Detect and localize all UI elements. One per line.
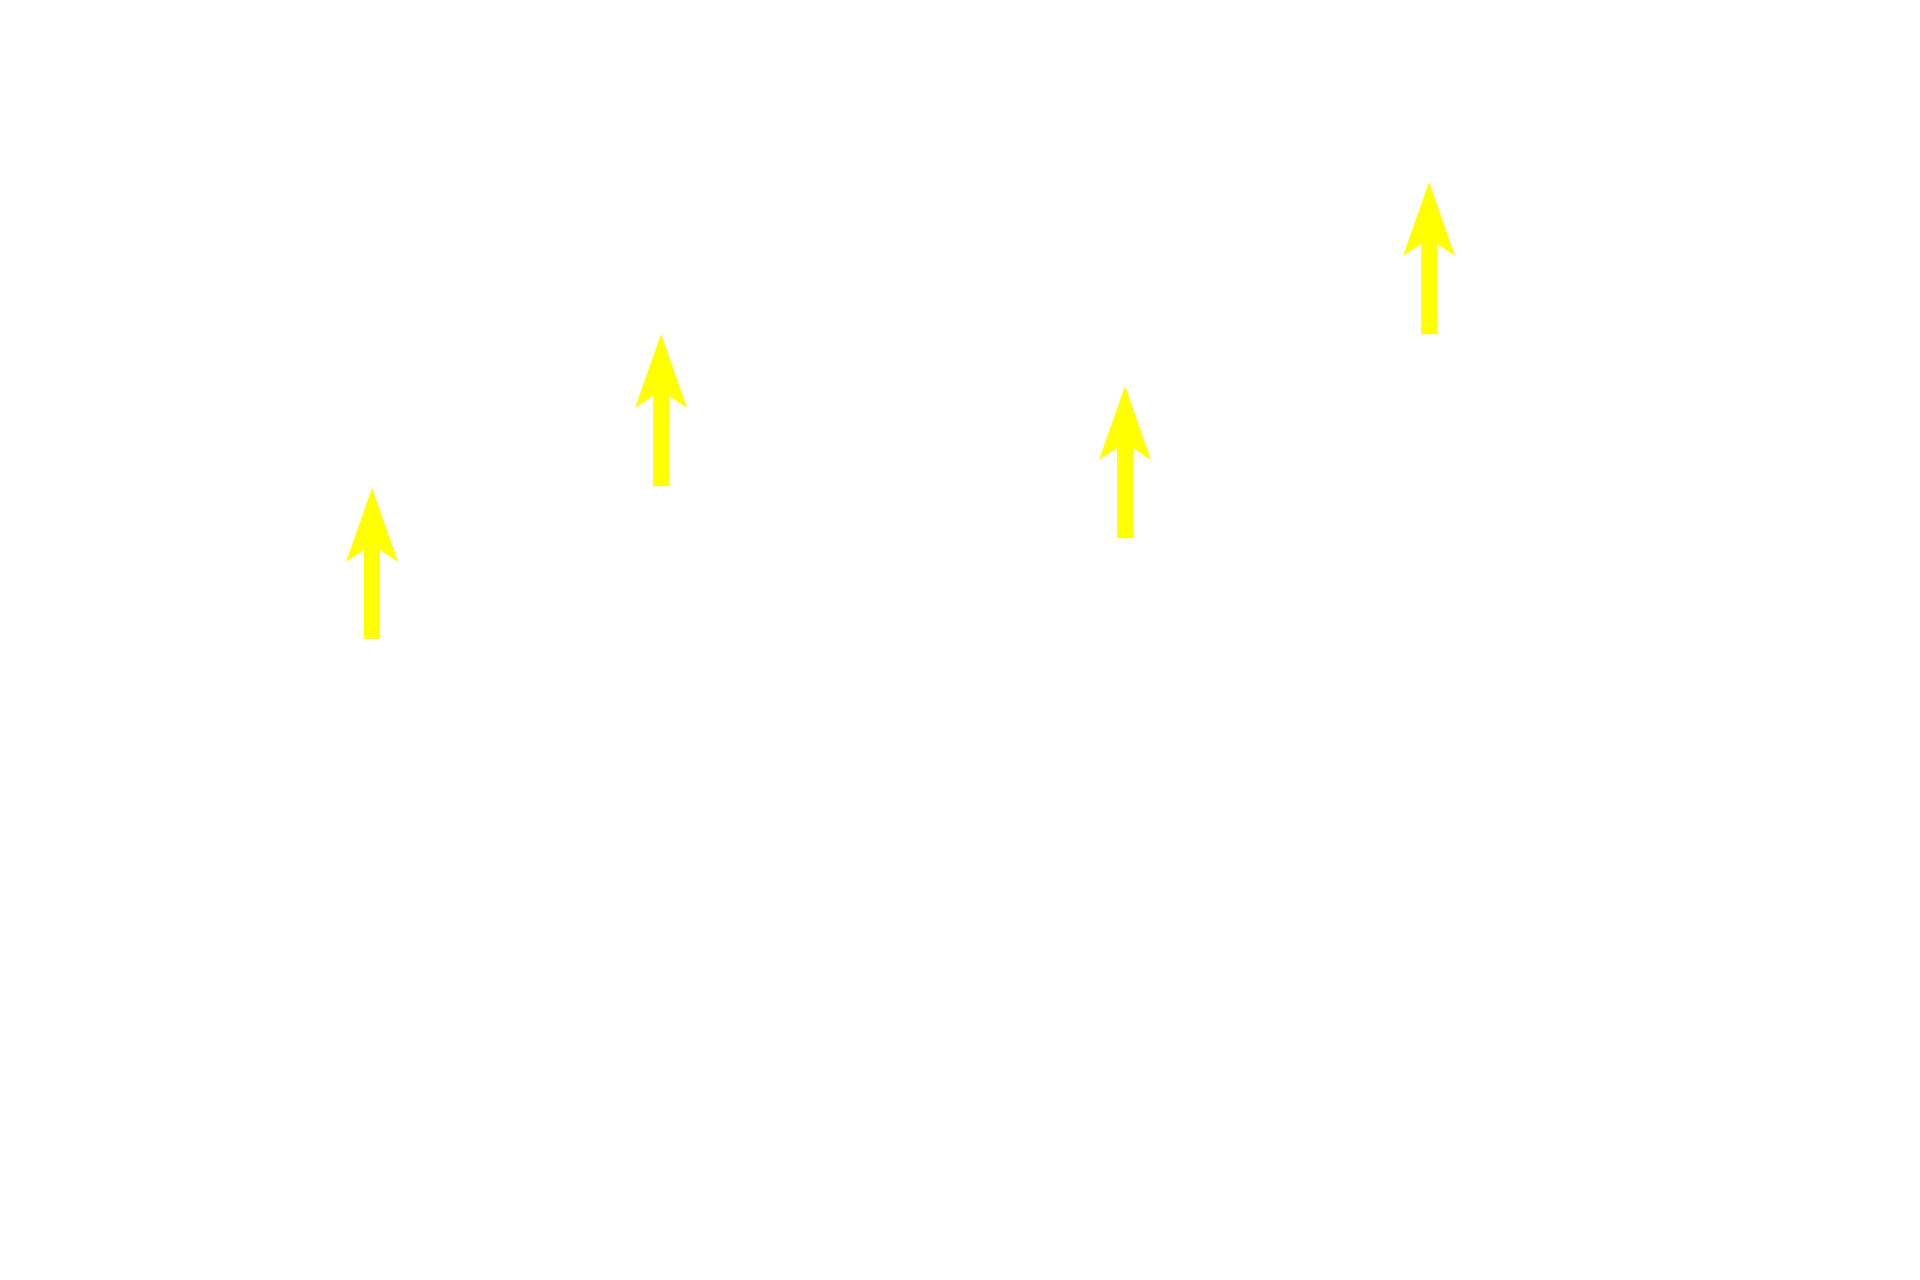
up-arrow-icon-4 (1403, 182, 1455, 334)
up-arrow-icon-1 (346, 488, 398, 639)
up-arrow-icon-2 (635, 334, 687, 486)
up-arrow-icon-3 (1099, 386, 1151, 538)
